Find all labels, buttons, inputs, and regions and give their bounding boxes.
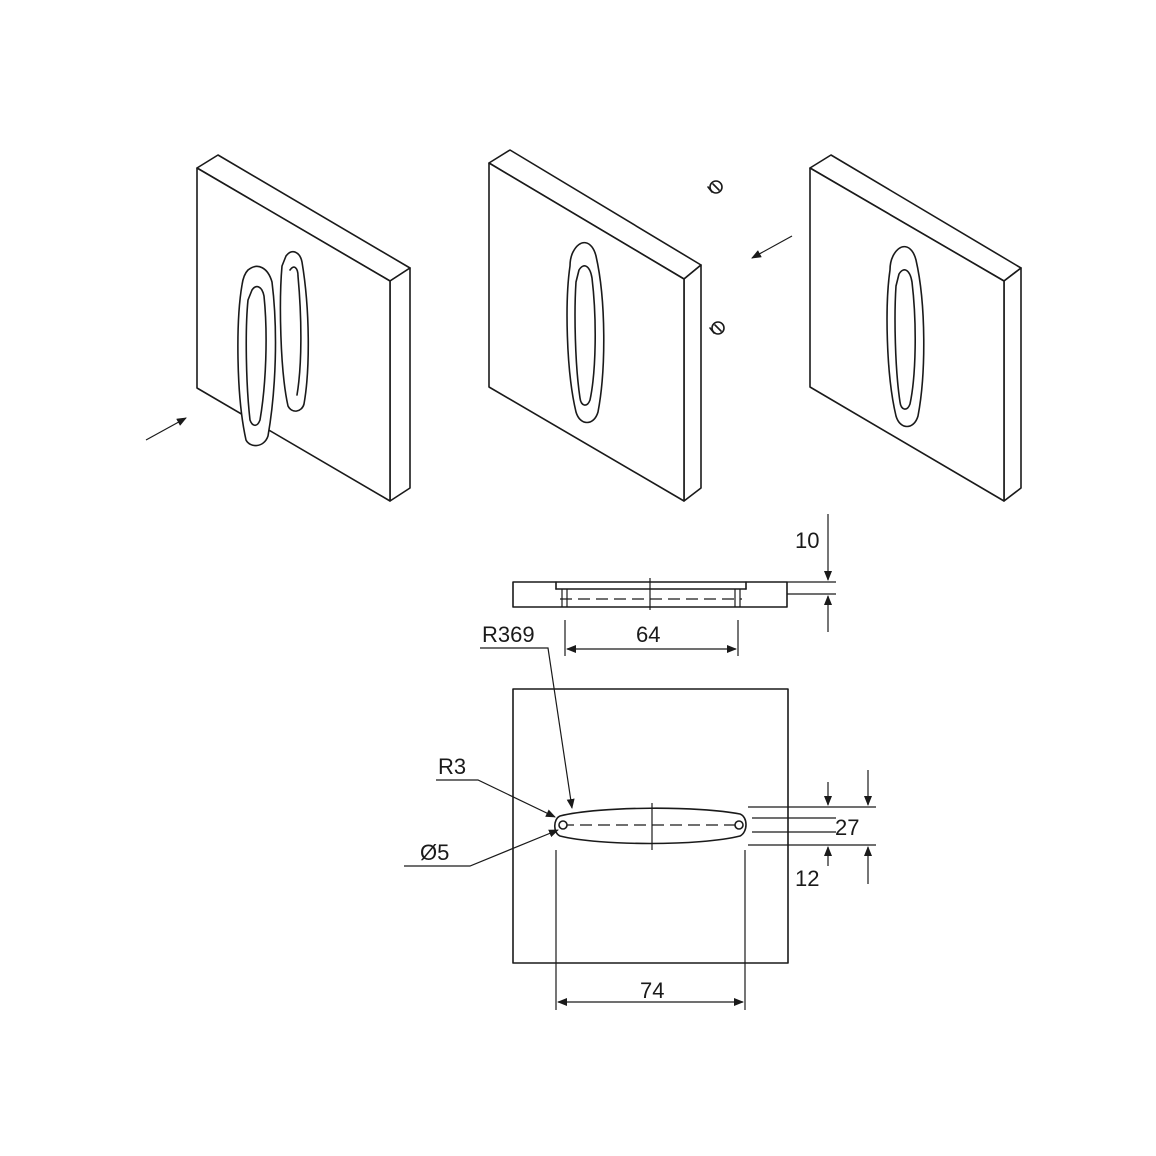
dim-corner-radius: R3 — [436, 754, 556, 818]
dim-depth: 10 — [787, 514, 836, 632]
loose-handle — [237, 265, 277, 447]
insert-arrow — [145, 417, 187, 441]
dim-overall-length-label: 74 — [640, 978, 664, 1003]
dim-hole-diameter-label: Ø5 — [420, 840, 449, 865]
dim-height-label: 27 — [835, 815, 859, 840]
dim-hole-diameter: Ø5 — [404, 829, 559, 867]
dim-corner-radius-label: R3 — [438, 754, 466, 779]
dim-depth-label: 10 — [795, 528, 819, 553]
dim-edge-offset-label: 12 — [795, 866, 819, 891]
dim-overall-length: 74 — [555, 850, 746, 1010]
dim-height: 27 — [748, 770, 876, 884]
dim-edge-offset: 12 — [795, 782, 832, 891]
mounted-handle-2 — [566, 241, 605, 424]
front-view: R369 R3 Ø5 27 12 — [404, 622, 876, 1010]
dim-arc-radius-label: R369 — [482, 622, 535, 647]
side-view: 10 64 — [512, 514, 836, 656]
dim-hole-spacing: 64 — [564, 620, 739, 656]
dim-arc-radius: R369 — [480, 622, 575, 809]
screw-icon — [709, 321, 725, 335]
screw-direction-arrow — [751, 235, 793, 259]
panel-recess-1 — [279, 250, 310, 412]
mounted-handle-3 — [886, 245, 925, 428]
isometric-panel-step-2 — [488, 149, 725, 502]
isometric-panel-step-1 — [145, 154, 411, 502]
dim-hole-spacing-label: 64 — [636, 622, 660, 647]
isometric-panel-step-3 — [809, 154, 1022, 502]
screw-icon — [707, 180, 723, 194]
